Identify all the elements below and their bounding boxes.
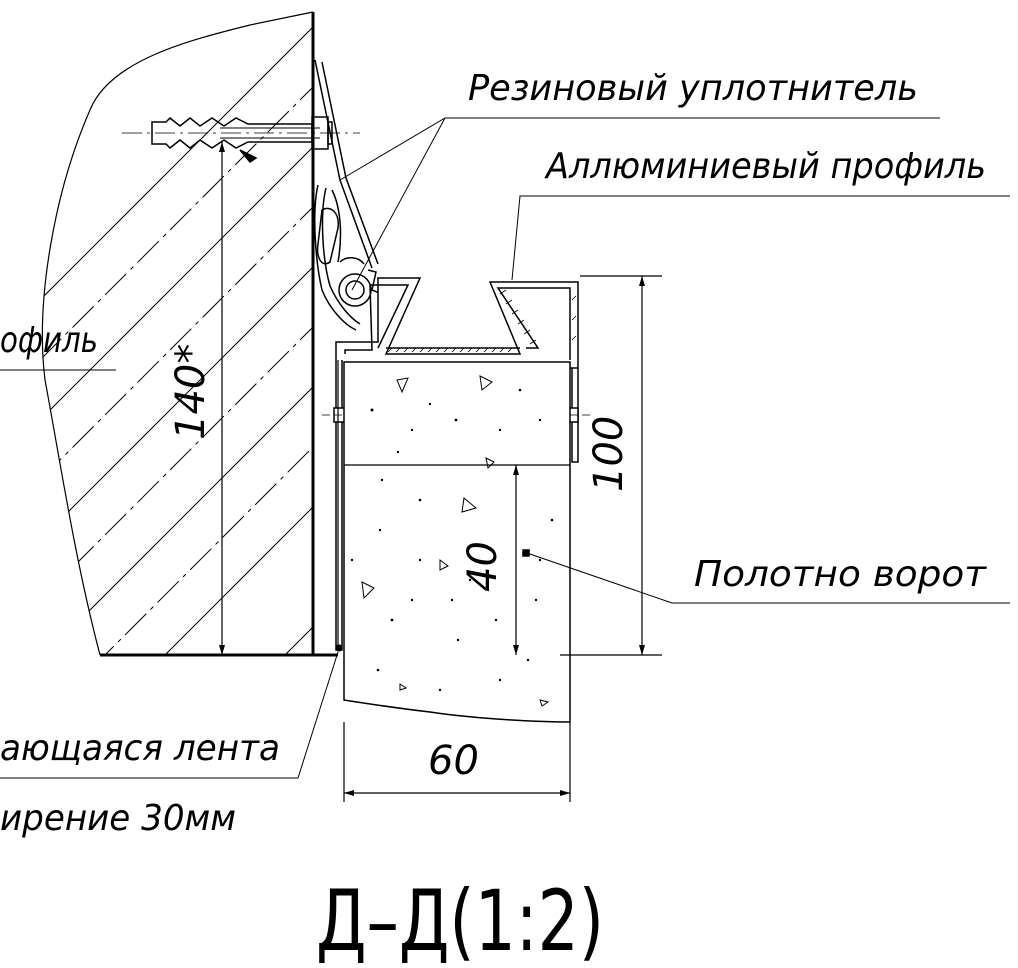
rubber-seal-label: Резиновый уплотнитель	[468, 68, 918, 109]
leader-lines	[0, 117, 1010, 779]
wall-anchor	[122, 116, 360, 163]
tape-label-line2: ирение 30мм	[0, 798, 236, 839]
section-title: Д–Д(1:2)	[316, 872, 604, 968]
profile-cut-label: офиль	[0, 320, 98, 361]
dimension-40: 40	[460, 541, 506, 592]
dimension-100: 100	[586, 416, 632, 492]
rubber-seal	[314, 59, 383, 331]
sealing-tape	[335, 360, 343, 652]
door-panel	[343, 361, 571, 723]
wall-section	[41, 11, 338, 657]
door-panel-label: Полотно ворот	[694, 554, 987, 595]
dimension-140: 140*	[168, 344, 214, 440]
dimension-60: 60	[428, 738, 479, 784]
aluminum-profile	[335, 277, 579, 651]
aluminum-profile-label: Аллюминиевый профиль	[544, 146, 986, 187]
dimension-lines	[219, 142, 662, 802]
tape-label-line1: ающаяся лента	[0, 728, 280, 769]
